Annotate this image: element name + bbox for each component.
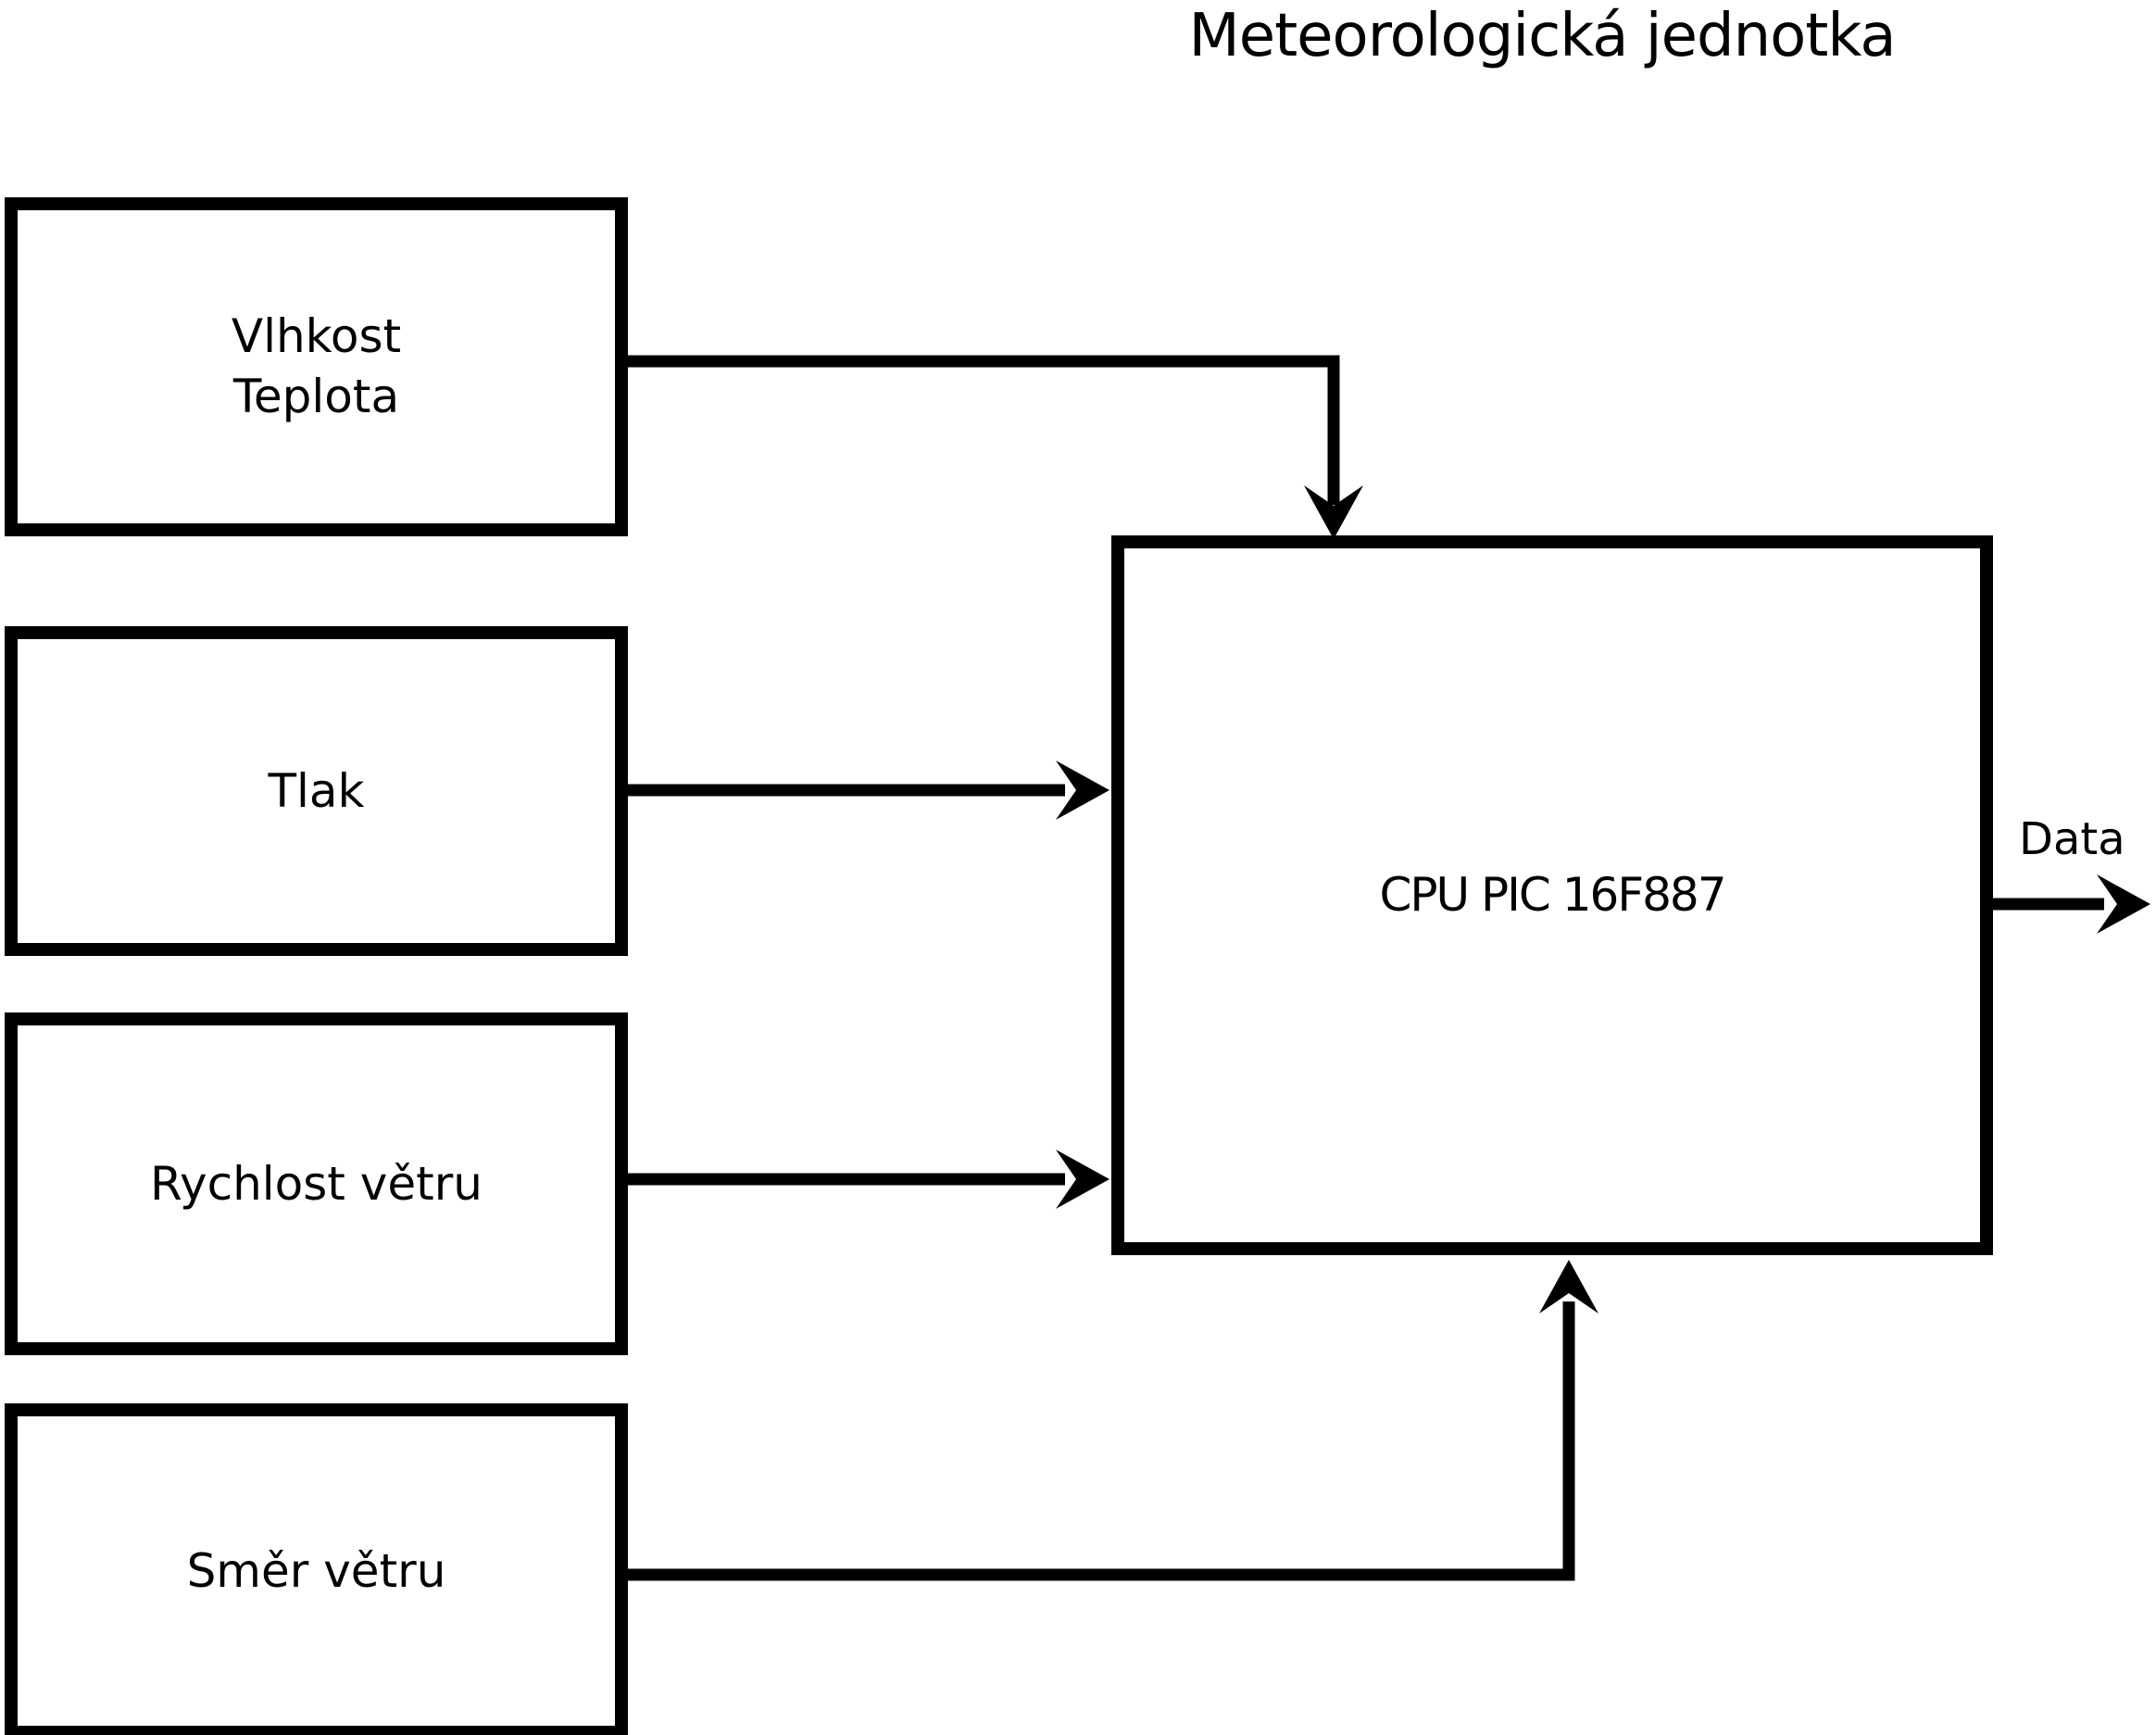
arrow-pressure-to-cpu-head	[1056, 761, 1109, 820]
data-output-label: Data	[2019, 813, 2125, 865]
temperature-label: Teplota	[232, 370, 400, 423]
pressure-label: Tlak	[268, 763, 365, 818]
node-wind-direction: Směr větru	[5, 1403, 628, 1735]
wind-speed-label: Rychlost větru	[149, 1156, 483, 1211]
arrow-humidity-temperature-to-cpu-head	[1304, 485, 1363, 539]
node-humidity-temperature: Vlhkost Teplota	[5, 197, 628, 536]
diagram-title: Meteorologická jednotka	[1188, 2, 1896, 70]
humidity-label: Vlhkost	[231, 309, 402, 363]
arrow-humidity-temperature-to-cpu-shaft	[620, 355, 1340, 505]
arrow-wind-direction-to-cpu-head	[1539, 1260, 1598, 1314]
arrow-cpu-to-data-head	[2097, 874, 2150, 934]
arrow-wind-speed-to-cpu-head	[1056, 1150, 1109, 1209]
node-humidity-temperature-label: Vlhkost Teplota	[232, 307, 401, 427]
wind-direction-label: Směr větru	[186, 1543, 446, 1598]
arrow-wind-direction-to-cpu-shaft	[620, 1301, 1575, 1581]
node-wind-speed: Rychlost větru	[5, 1012, 628, 1355]
node-cpu: CPU PIC 16F887	[1111, 535, 1993, 1255]
node-pressure: Tlak	[5, 626, 628, 956]
cpu-label: CPU PIC 16F887	[1379, 868, 1726, 922]
